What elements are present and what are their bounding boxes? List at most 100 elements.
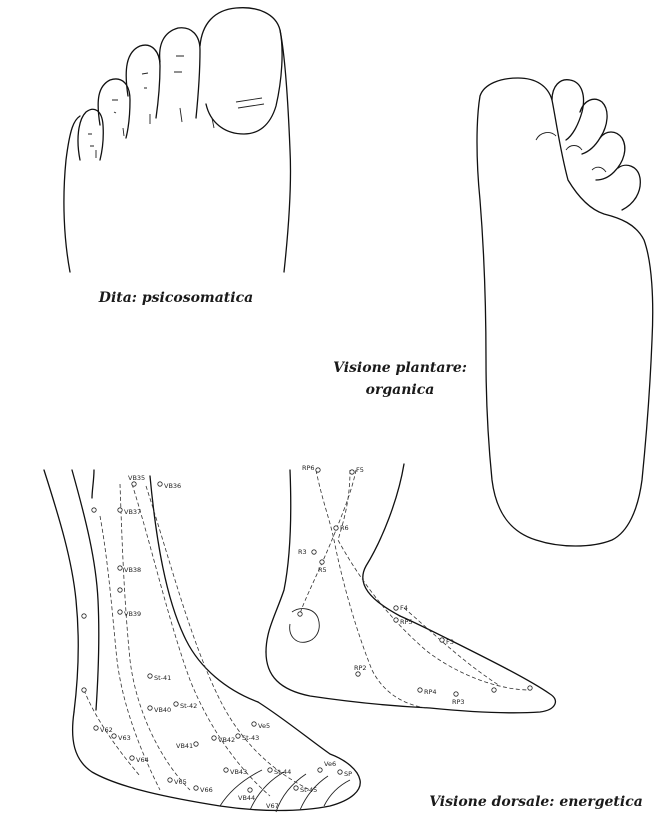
plantar-sole-outline [477, 78, 653, 546]
caption-toes: Dita: psicosomatica [98, 290, 253, 306]
label-vb40: VB40 [154, 706, 171, 714]
point-rp4b [418, 688, 422, 692]
point-f4 [394, 606, 398, 610]
sole-toe-4 [596, 132, 625, 180]
point-sp [338, 770, 342, 774]
point-vb37 [118, 508, 122, 512]
point-vb36 [158, 482, 162, 486]
dorsal-meridian-2 [132, 484, 270, 796]
sole-toe-3 [580, 99, 607, 154]
dorsal-meridian-4 [100, 516, 160, 790]
caption-dorsal: Visione dorsale: energetica [429, 794, 643, 810]
point-vb40 [148, 706, 152, 710]
sole-toe-2 [552, 80, 584, 140]
medial-foot-outline [266, 616, 555, 713]
caption-plantar-line1: Visione plantare: [333, 360, 467, 376]
point-vb38 [118, 566, 122, 570]
point-r6 [334, 526, 338, 530]
point-r5 [320, 560, 324, 564]
label-st45: St-45 [300, 786, 317, 794]
dorsal-acupoint-foot: VB35 VB36 VB37 VB38 VB39 St-41 St-42 VB4… [44, 470, 360, 812]
point-vb38b [118, 588, 122, 592]
dorsal-leg-mid [92, 470, 94, 498]
point-r5b [298, 612, 302, 616]
label-st42: St-42 [180, 702, 197, 710]
toes-dorsal-sketch [64, 8, 291, 272]
point-rp1 [528, 686, 532, 690]
label-rp3: RP3 [452, 698, 465, 706]
sole-toe-creases [536, 133, 606, 172]
point-ve5 [252, 722, 256, 726]
medial-acupoint-foot: RP6 F5 R6 R3 R5 F4 RP5 F3 RP2 RP4 RP3 [266, 464, 555, 713]
point-v66 [194, 786, 198, 790]
point-v62 [94, 726, 98, 730]
label-r6: R6 [340, 524, 349, 532]
point-st41 [148, 674, 152, 678]
label-v64: V64 [136, 756, 149, 764]
medial-leg-right [363, 464, 404, 616]
point-v60 [82, 688, 86, 692]
label-vb42: VB42 [218, 736, 235, 744]
point-st44 [268, 768, 272, 772]
label-v67: V67 [266, 802, 279, 810]
label-r3: R3 [298, 548, 307, 556]
label-f3: F3 [446, 638, 454, 646]
label-rp6: RP6 [302, 464, 315, 472]
point-rp2 [492, 688, 496, 692]
point-vb39 [118, 610, 122, 614]
toe-3 [126, 45, 160, 118]
point-vb43 [224, 768, 228, 772]
caption-plantar-line2: organica [366, 382, 435, 398]
dorsal-meridian-3 [146, 486, 310, 790]
toe-1 [200, 8, 282, 134]
label-vb39: VB39 [124, 610, 141, 618]
dorsal-leg-left [44, 470, 78, 712]
label-rp4: RP4 [424, 688, 437, 696]
label-vb36: VB36 [164, 482, 181, 490]
dorsal-foot-outline [73, 702, 361, 811]
point-st43 [236, 734, 240, 738]
point-vb42 [212, 736, 216, 740]
label-vb35: VB35 [128, 474, 145, 482]
medial-meridian-4 [404, 608, 500, 686]
toe-2 [160, 28, 200, 118]
label-v63: V63 [118, 734, 131, 742]
point-vb35 [132, 482, 136, 486]
label-ve6: Ve6 [324, 760, 336, 768]
label-vb41: VB41 [176, 742, 193, 750]
label-vb43: VB43 [230, 768, 247, 776]
point-v64 [130, 756, 134, 760]
label-st43: St-43 [242, 734, 259, 742]
point-f3 [440, 638, 444, 642]
point-r3 [312, 550, 316, 554]
point-f5 [350, 470, 354, 474]
label-st41: St-41 [154, 674, 171, 682]
medial-meridian-3 [338, 470, 530, 690]
label-vb37: VB37 [124, 508, 141, 516]
label-sp: SP [344, 770, 352, 778]
label-v62: V62 [100, 726, 113, 734]
medial-leg-left [266, 470, 291, 652]
label-r5: R5 [318, 566, 327, 574]
dorsal-leg-right [150, 476, 258, 702]
point-rp4 [356, 672, 360, 676]
toe-crease-marks [88, 56, 184, 146]
label-v66: V66 [200, 786, 213, 794]
dorsal-leg-left-inner [72, 470, 99, 710]
toes-outline [64, 30, 291, 272]
sole-toe-5 [618, 165, 640, 210]
dorsal-points [82, 482, 342, 792]
medial-ankle-bone [290, 609, 320, 643]
point-st45 [294, 786, 298, 790]
sole-outline [477, 78, 653, 546]
label-rp5: RP5 [400, 618, 413, 626]
label-ve5: Ve5 [258, 722, 270, 730]
point-v58 [92, 508, 96, 512]
point-rp6 [316, 468, 320, 472]
medial-meridian-2 [300, 470, 356, 614]
label-st44: St-44 [274, 768, 291, 776]
label-f5: F5 [356, 466, 364, 474]
point-ve6 [318, 768, 322, 772]
